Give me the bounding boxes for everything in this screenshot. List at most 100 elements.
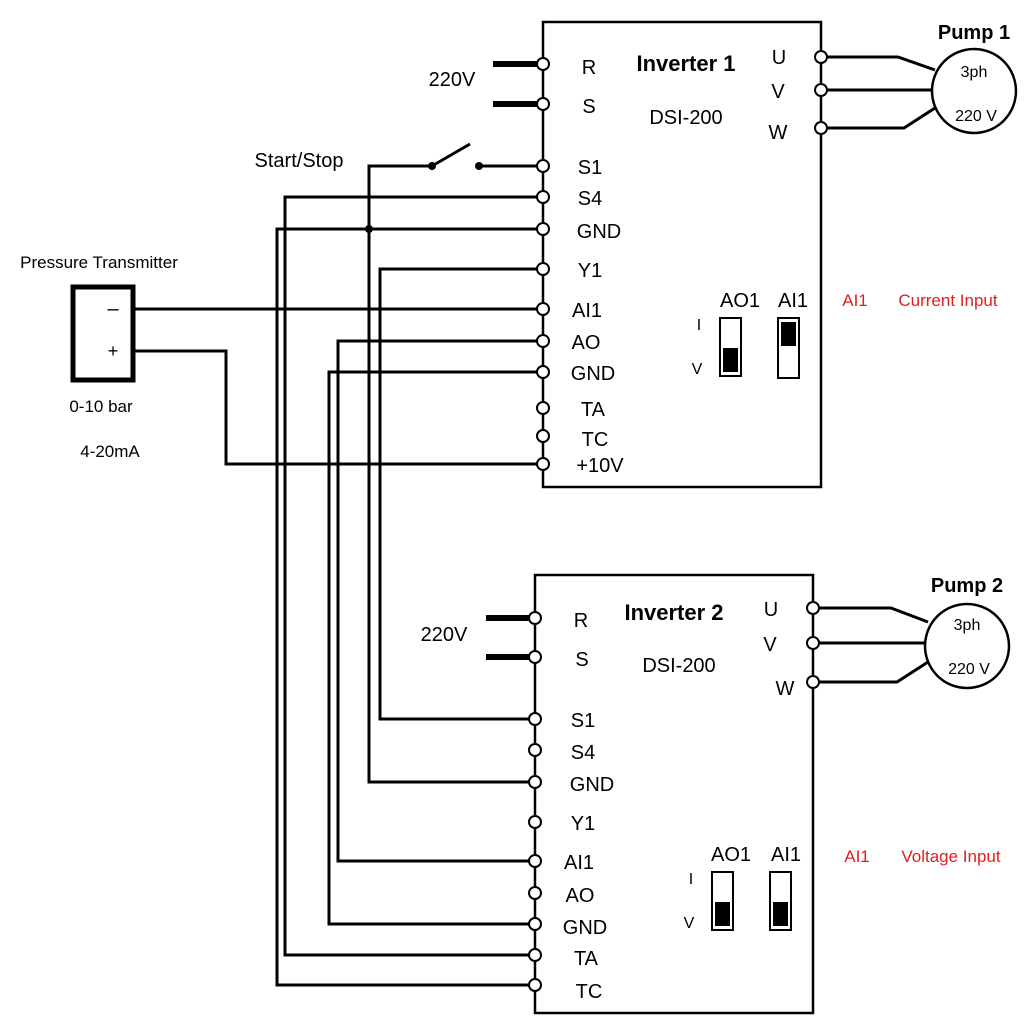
- inv2-point-u: [806, 601, 820, 615]
- switch-contact: [475, 162, 483, 170]
- inv1-point-gnd-2: [536, 365, 550, 379]
- pump-1-phase: 3ph: [961, 64, 988, 81]
- inv1-point-r: [536, 57, 550, 71]
- inv1-output-u: U: [772, 47, 786, 69]
- inv2-terminal-s1: S1: [571, 710, 595, 732]
- inv2-terminal-points: [528, 601, 820, 992]
- inv2-point-v: [806, 636, 820, 650]
- inv2-terminal-tc: TC: [576, 981, 603, 1003]
- inv2-point-ta: [528, 948, 542, 962]
- inv2-point-s1: [528, 712, 542, 726]
- inv1-point-ta: [536, 401, 550, 415]
- inv2-dip-v-label: V: [684, 915, 695, 932]
- transmitter-minus: –: [107, 298, 119, 320]
- pump-2-title: Pump 2: [931, 575, 1003, 597]
- inv1-dip-v-label: V: [692, 361, 703, 378]
- transmitter-plus: +: [108, 341, 119, 361]
- transmitter-body: [70, 284, 136, 383]
- inv2-point-gnd-2: [528, 917, 542, 931]
- start-stop-switch[interactable]: Start/Stop: [255, 142, 483, 172]
- inv1-terminal-s: S: [582, 96, 595, 118]
- wire-inv1-s4-inv2-ta: [283, 195, 543, 957]
- inv1-dip-i-label: I: [697, 317, 701, 334]
- inv2-point-s: [528, 650, 542, 664]
- inv1-point-w: [814, 121, 828, 135]
- inverter-2-title: Inverter 2: [624, 600, 723, 625]
- inv2-terminal-r: R: [574, 610, 588, 632]
- inv2-terminal-y1: Y1: [571, 813, 595, 835]
- inv2-output-v: V: [763, 634, 777, 656]
- inv1-point-10v: [536, 457, 550, 471]
- wire-switch-gnd: [367, 164, 432, 229]
- inv1-dip-ai1-knob: [781, 322, 796, 346]
- inv2-point-r: [528, 611, 542, 625]
- inv1-point-ai1: [536, 302, 550, 316]
- inv2-output-w: W: [776, 678, 795, 700]
- inv1-dip-ao1-label: AO1: [720, 290, 760, 312]
- inv1-point-gnd: [536, 222, 550, 236]
- inv1-point-y1: [536, 262, 550, 276]
- wire-pump1-w: [821, 106, 936, 130]
- inverter-2-model: DSI-200: [642, 655, 715, 677]
- inverter-1-model: DSI-200: [649, 107, 722, 129]
- inv1-terminal-s1: S1: [578, 157, 602, 179]
- inv2-point-ai1: [528, 854, 542, 868]
- inverter-1-title: Inverter 1: [636, 51, 735, 76]
- inv1-terminal-y1: Y1: [578, 260, 602, 282]
- wire-transmitter-plus-10v: [134, 349, 543, 466]
- pump-2-voltage: 220 V: [948, 661, 990, 678]
- pump-1: Pump 1 3ph 220 V: [930, 22, 1018, 135]
- inv2-dip-ai1-label: AI1: [771, 844, 801, 866]
- transmitter-signal: 4-20mA: [80, 442, 140, 461]
- inv2-dip-ao1-knob: [715, 902, 730, 926]
- pump-1-voltage: 220 V: [955, 108, 997, 125]
- inv2-note-terminal: AI1: [844, 847, 870, 866]
- inv1-point-tc: [536, 429, 550, 443]
- inv1-point-s: [536, 97, 550, 111]
- inverter-1-body: [541, 20, 823, 489]
- junction-gnd: [365, 225, 373, 233]
- inv1-point-s4: [536, 190, 550, 204]
- wire-inv1-gnd2-inv2-gnd2: [327, 370, 543, 926]
- inv2-dip-ao1-label: AO1: [711, 844, 751, 866]
- transmitter-range: 0-10 bar: [69, 397, 133, 416]
- inv2-terminal-ai1: AI1: [564, 852, 594, 874]
- inv1-dip-ai1-label: AI1: [778, 290, 808, 312]
- inv1-dip-ao1-knob: [723, 348, 738, 372]
- inv2-dip-i-label: I: [689, 871, 693, 888]
- inverter-2: Inverter 2 DSI-200 R S S1 S4 GND Y1 AI1 …: [528, 573, 820, 1015]
- transmitter-title: Pressure Transmitter: [20, 253, 178, 272]
- inverter-2-body: [533, 573, 815, 1015]
- inv1-terminal-10v: +10V: [576, 455, 624, 477]
- pump-1-motor: [930, 47, 1018, 135]
- pump-1-title: Pump 1: [938, 22, 1010, 44]
- inv1-output-v: V: [771, 81, 785, 103]
- pressure-transmitter: Pressure Transmitter – + 0-10 bar 4-20mA: [20, 253, 178, 461]
- inv1-point-s1: [536, 159, 550, 173]
- inv1-output-w: W: [769, 122, 788, 144]
- wire-inv1-ao-inv2-ai1: [336, 339, 543, 863]
- inv2-terminal-gnd: GND: [570, 774, 614, 796]
- inv2-point-tc: [528, 978, 542, 992]
- inv1-terminal-tc: TC: [582, 429, 609, 451]
- wire-inv1-y1-inv2-s1: [378, 267, 543, 721]
- wire-inv1-gnd-inv2-gnd: [367, 227, 543, 784]
- wire-pump2-u: [813, 606, 929, 624]
- inv1-terminal-points: [536, 50, 828, 471]
- inv1-terminal-r: R: [582, 57, 596, 79]
- inv1-terminal-gnd: GND: [577, 221, 621, 243]
- inv2-point-ao: [528, 886, 542, 900]
- inv2-terminal-gnd-2: GND: [563, 917, 607, 939]
- inv1-note-text: Current Input: [898, 291, 997, 310]
- inv2-output-u: U: [764, 599, 778, 621]
- inv1-point-u: [814, 50, 828, 64]
- wire-pump1-u: [821, 55, 936, 72]
- inv1-terminal-gnd-2: GND: [571, 363, 615, 385]
- inverter-1: Inverter 1 DSI-200 R S S1 S4 GND Y1 AI1 …: [536, 20, 828, 489]
- wire-pump2-w: [813, 660, 929, 684]
- inv1-terminal-ai1: AI1: [572, 300, 602, 322]
- inv1-point-v: [814, 83, 828, 97]
- switch-pivot: [428, 162, 436, 170]
